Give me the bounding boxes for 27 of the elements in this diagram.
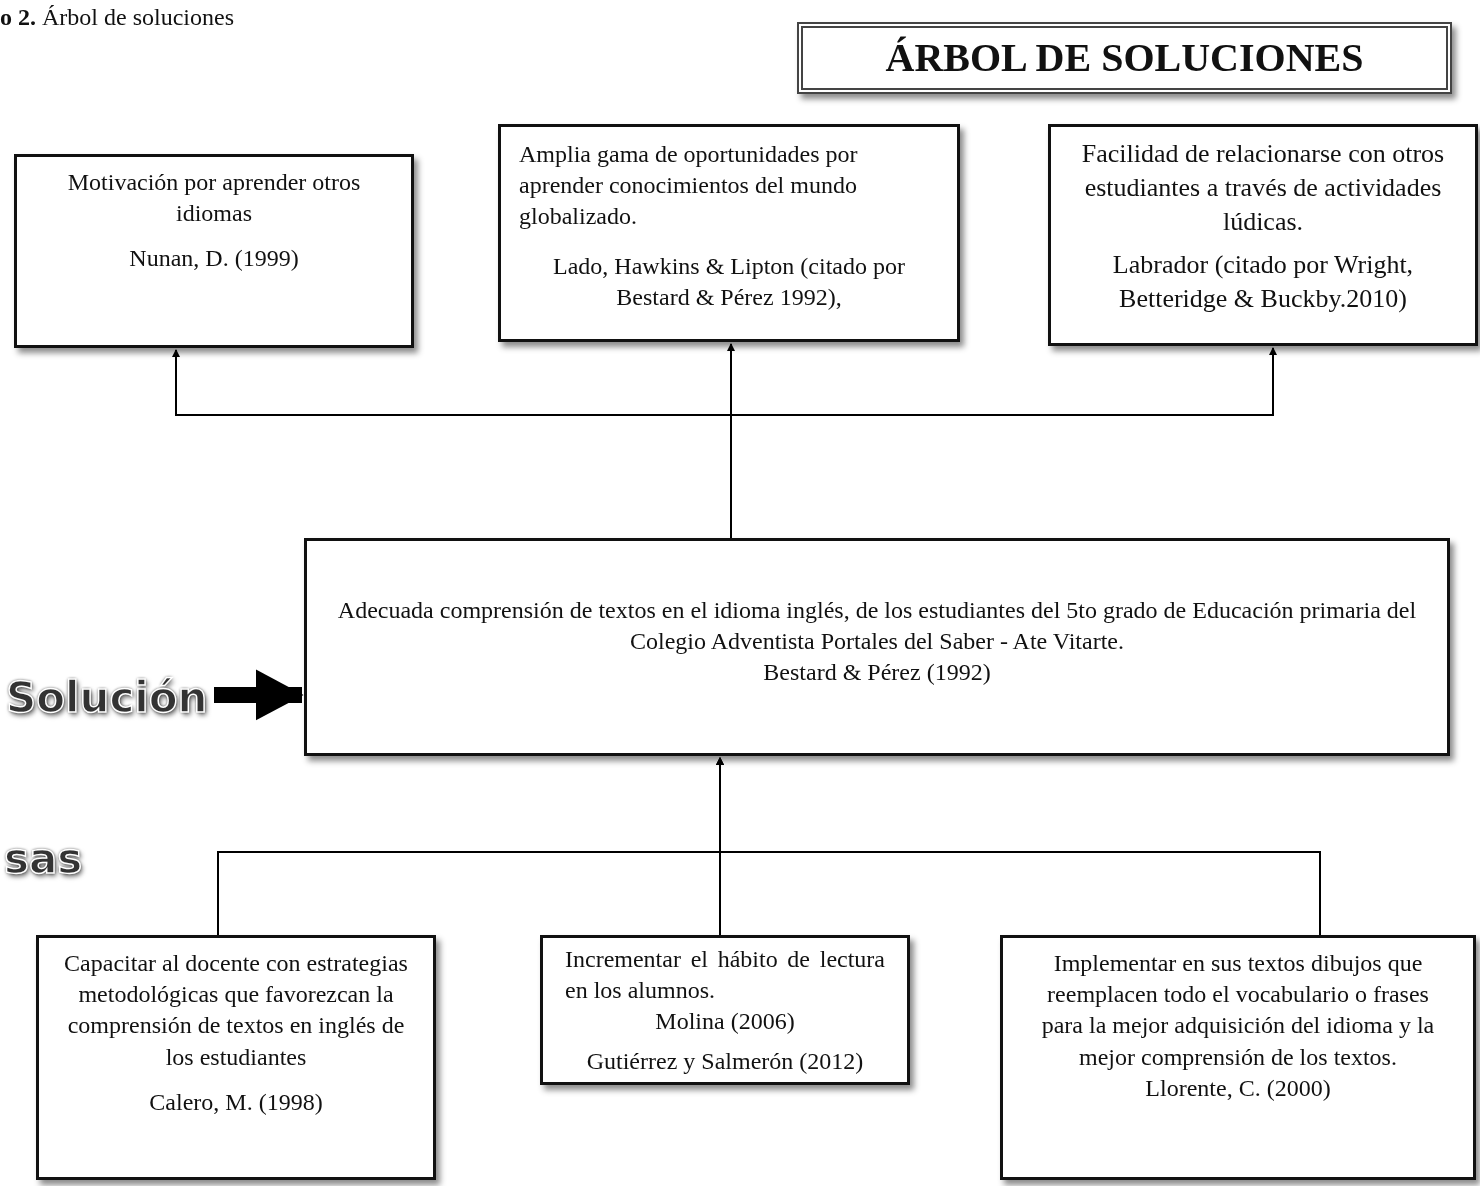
text-box [36, 935, 436, 1180]
citation-text: Bestard & Pérez (1992) [762, 658, 992, 688]
box-text: Facilidad de relacionarse con otros estudiantes a través de actividades lúdicas. [1080, 138, 1446, 238]
box-text: Adecuada comprensión de textos en el idioma inglés, de los estudiantes del 5to grado de Educación primaria del Colegio Adventista Portales del Saber - Ate Vitarte. [336, 596, 1418, 657]
box-text: Amplia gama de oportunidades por aprender conocimientos del mundo globalizado. [519, 140, 859, 232]
figure-title: o 2. Árbol de soluciones [0, 4, 234, 31]
text-box [14, 154, 414, 348]
text-box [1048, 124, 1478, 346]
title-box [797, 22, 1452, 94]
text-box [540, 935, 910, 1085]
citation-text: Lado, Hawkins & Lipton (citado por Bestard & Pérez 1992), [552, 251, 906, 312]
citation-text: Labrador (citado por Wright, Betteridge & Buckby.2010) [1111, 249, 1415, 316]
block-arrow [214, 669, 304, 721]
citation-text: Nunan, D. (1999) [128, 244, 300, 274]
box-text: Capacitar al docente con estrategias metodológicas que favorezcan la comprensión de textos en inglés de los estudiantes [63, 949, 409, 1072]
box-text: ÁRBOL DE SOLUCIONES [884, 34, 1365, 82]
box-text: Motivación por aprender otros idiomas [66, 168, 362, 229]
arrow [716, 757, 1321, 936]
citation-text: Molina (2006) [654, 1007, 796, 1037]
citation-text: Gutiérrez y Salmerón (2012) [585, 1046, 865, 1076]
citation-text: Llorente, C. (2000) [1144, 1073, 1332, 1103]
text-box [304, 538, 1450, 756]
citation-text: Calero, M. (1998) [148, 1087, 324, 1117]
text-box [1000, 935, 1476, 1180]
text-box [498, 124, 960, 342]
box-text: Incrementar el hábito de lectura en los alumnos. [565, 945, 885, 1006]
box-text: Implementar en sus textos dibujos que reemplacen todo el vocabulario o frases para la mejor adquisición del idioma y la mejor comprensión de los textos. [1040, 949, 1436, 1072]
